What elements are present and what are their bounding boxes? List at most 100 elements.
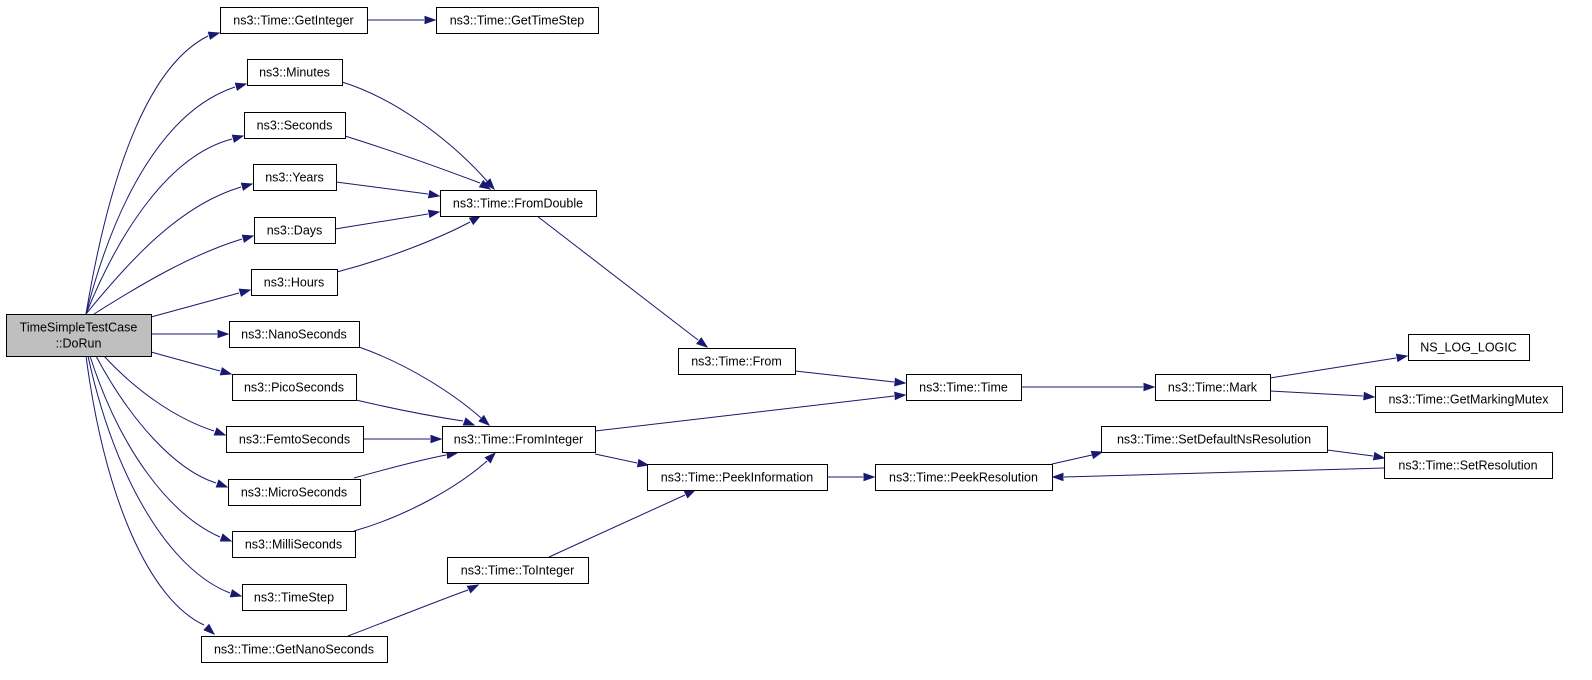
node-box [232,531,356,558]
arrowhead [683,489,697,499]
arrowhead [466,584,480,594]
node-setdefaultnsresolution[interactable]: ns3::Time::SetDefaultNsResolution [1101,426,1328,453]
edge-line [1063,467,1385,478]
edge-line [335,181,429,195]
edge-peekinformation-to-peekresolution [827,472,876,482]
node-time[interactable]: ns3::Time::Time [906,374,1022,401]
node-label: ::DoRun [56,337,102,351]
node-box [229,321,360,348]
node-years[interactable]: ns3::Years [253,164,337,191]
edge-dorun-to-days [93,234,255,315]
node-femtoseconds[interactable]: ns3::FemtoSeconds [226,426,364,453]
edge-days-to-fromdouble [334,209,441,230]
edge-dorun-to-milliseconds [89,355,233,542]
arrowhead [1090,450,1104,460]
node-setresolution[interactable]: ns3::Time::SetResolution [1384,452,1553,479]
node-getinteger[interactable]: ns3::Time::GetInteger [220,7,368,34]
node-dorun[interactable]: TimeSimpleTestCase::DoRun [6,314,152,357]
node-getnanoseconds[interactable]: ns3::Time::GetNanoSeconds [201,636,388,663]
arrowhead [484,451,497,464]
node-mark[interactable]: ns3::Time::Mark [1155,374,1271,401]
edge-line [341,81,488,182]
node-tointeger[interactable]: ns3::Time::ToInteger [447,557,589,584]
arrowhead [238,288,252,297]
node-label: ns3::TimeStep [254,591,334,605]
node-microseconds[interactable]: ns3::MicroSeconds [228,479,361,506]
edge-hours-to-fromdouble [336,215,482,273]
edge-fromdouble-to-from [536,215,709,348]
node-from[interactable]: ns3::Time::From [678,348,796,375]
node-frominteger[interactable]: ns3::Time::FromInteger [442,426,596,453]
node-peekresolution[interactable]: ns3::Time::PeekResolution [875,464,1053,491]
edge-peekresolution-to-setdefaultnsresolution [1051,450,1104,465]
node-box [226,426,364,453]
nodes-layer: TimeSimpleTestCase::DoRun ns3::Time::GetI… [6,7,1563,663]
node-box [906,374,1022,401]
node-box [447,557,589,584]
edge-frominteger-to-peekinformation [594,453,650,468]
arrowhead [1363,391,1376,401]
node-label: TimeSimpleTestCase [20,321,138,335]
node-nanoseconds[interactable]: ns3::NanoSeconds [229,321,360,348]
node-box [1384,452,1553,479]
arrowhead [863,472,876,482]
edge-dorun-to-seconds [85,134,245,315]
edge-dorun-to-minutes [85,82,248,315]
node-seconds[interactable]: ns3::Seconds [244,112,346,139]
node-label: ns3::Time::PeekResolution [889,471,1038,485]
node-box [247,59,343,86]
node-label: ns3::Years [265,171,324,185]
edge-getnanoseconds-to-tointeger [347,584,480,637]
node-gettimestep[interactable]: ns3::Time::GetTimeStep [436,7,599,34]
node-hours[interactable]: ns3::Hours [251,269,338,296]
node-box [1101,426,1328,453]
arrowhead [636,458,650,468]
edge-nanoseconds-to-frominteger [358,346,491,426]
edge-dorun-to-picoseconds [150,351,233,376]
node-label: ns3::Time::SetDefaultNsResolution [1117,433,1311,447]
node-label: ns3::Time::GetTimeStep [450,14,585,28]
node-picoseconds[interactable]: ns3::PicoSeconds [232,374,357,401]
node-days[interactable]: ns3::Days [254,217,336,244]
node-getmarkingmutex[interactable]: ns3::Time::GetMarkingMutex [1375,386,1563,413]
edge-line [347,589,469,637]
node-box [228,479,361,506]
node-box [678,348,796,375]
node-box [242,584,347,611]
node-box [253,164,337,191]
node-milliseconds[interactable]: ns3::MilliSeconds [232,531,356,558]
node-label: ns3::Time::From [691,355,782,369]
node-label: ns3::Minutes [259,66,330,80]
edge-line [150,292,240,318]
node-label: ns3::PicoSeconds [244,381,344,395]
node-label: ns3::Time::SetResolution [1398,459,1537,473]
edge-setresolution-to-peekresolution [1051,467,1385,482]
edge-line [536,215,699,341]
edge-setdefaultnsresolution-to-setresolution [1326,449,1386,461]
arrowhead [213,427,227,436]
arrowhead [219,533,233,542]
node-peekinformation[interactable]: ns3::Time::PeekInformation [647,464,828,491]
node-label: ns3::Hours [264,276,324,290]
node-fromdouble[interactable]: ns3::Time::FromDouble [440,190,597,217]
edge-time-to-mark [1021,382,1156,392]
node-minutes[interactable]: ns3::Minutes [247,59,343,86]
edge-line [353,460,488,532]
arrowhead [427,209,441,219]
arrowhead [229,589,243,598]
arrowhead [468,215,482,226]
node-label: ns3::Time::GetMarkingMutex [1388,393,1549,407]
node-label: ns3::Time::Mark [1168,381,1258,395]
node-label: ns3::Days [267,224,323,238]
node-label: ns3::MicroSeconds [241,486,347,500]
edge-line [594,453,638,464]
edge-line [103,355,215,432]
node-ns_log_logic[interactable]: NS_LOG_LOGIC [1408,334,1530,361]
node-box [232,374,357,401]
edge-line [85,86,236,315]
node-box [201,636,388,663]
node-label: ns3::Time::ToInteger [461,564,574,578]
edge-line [150,351,221,372]
node-timestep[interactable]: ns3::TimeStep [242,584,347,611]
